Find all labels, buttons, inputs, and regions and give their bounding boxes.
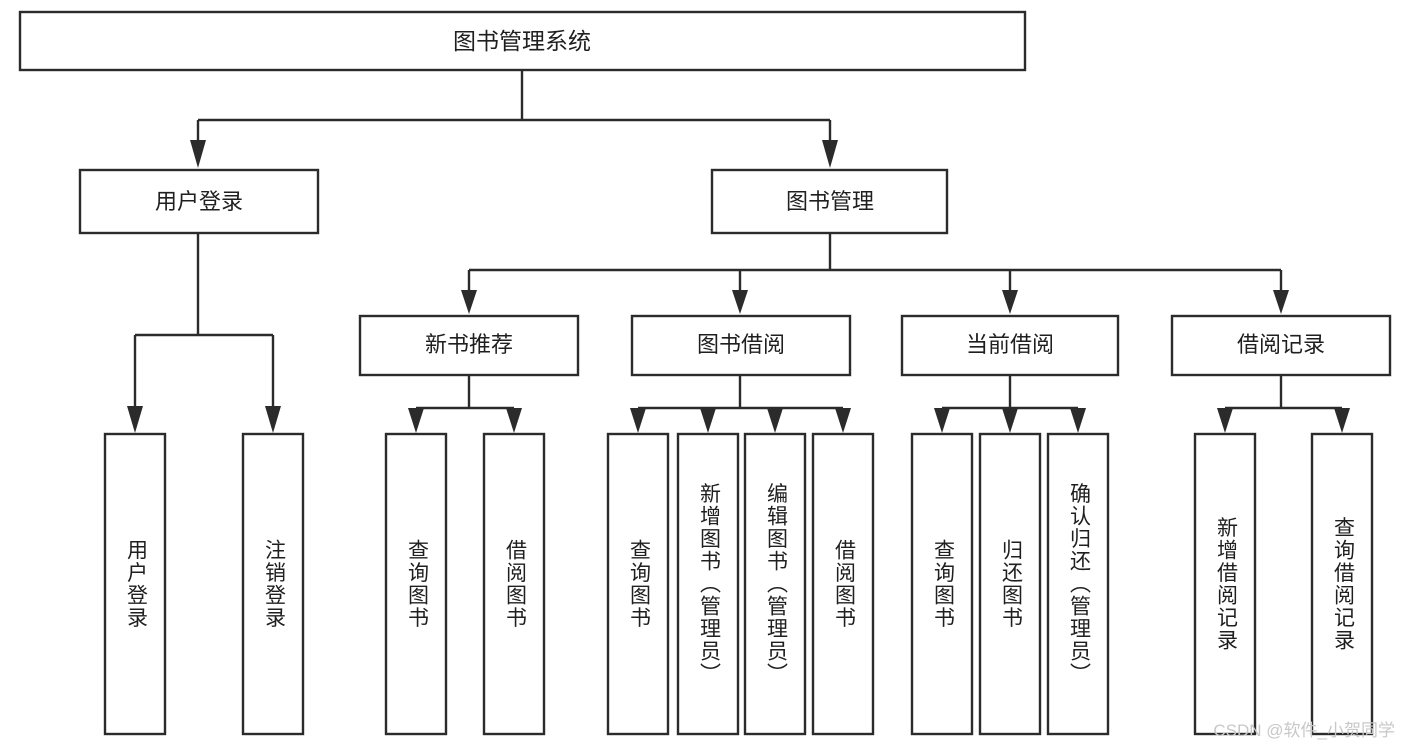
leaf-node-query-book-2[interactable]: 查询图书 <box>606 432 670 736</box>
arrow-head-leaf-edit-book <box>767 408 783 433</box>
leaf-logout-login-label: 注销登录 <box>262 539 286 629</box>
connector-group-borrow-record <box>1217 375 1350 433</box>
connector-group-user-login <box>127 233 281 433</box>
leaf-confirm-return-box[interactable] <box>1046 432 1110 736</box>
leaf-confirm-return-label: 确认归还（管理员） <box>1067 483 1091 686</box>
leaf-user-login-label: 用户登录 <box>124 539 148 629</box>
leaf-node-add-record[interactable]: 新增借阅记录 <box>1193 432 1257 736</box>
arrow-head-leaf-borrow-book-1 <box>506 408 522 433</box>
arrow-head-new-book-recommend <box>461 290 477 314</box>
leaf-borrow-book-1-label: 借阅图书 <box>503 539 527 629</box>
node-user-login[interactable]: 用户登录 <box>78 168 320 235</box>
node-new-book-recommend-box[interactable] <box>358 314 580 377</box>
node-new-book-recommend[interactable]: 新书推荐 <box>358 314 580 377</box>
leaf-borrow-book-2-box[interactable] <box>811 432 875 736</box>
arrow-head-leaf-query-book-1 <box>408 408 424 433</box>
leaf-query-book-3-box[interactable] <box>910 432 974 736</box>
leaf-query-book-1-box[interactable] <box>384 432 448 736</box>
leaf-edit-book-box[interactable] <box>743 432 807 736</box>
node-new-book-recommend-label: 新书推荐 <box>425 332 513 357</box>
leaf-return-book-label: 归还图书 <box>999 539 1023 629</box>
arrow-head-leaf-logout-login <box>265 406 281 433</box>
node-current-borrow-box[interactable] <box>900 314 1120 377</box>
connector-group-new-book-recommend <box>408 375 522 433</box>
leaf-node-add-book[interactable]: 新增图书（管理员） <box>676 432 740 736</box>
node-borrow-record-box[interactable] <box>1170 314 1392 377</box>
leaf-node-query-book-1[interactable]: 查询图书 <box>384 432 448 736</box>
arrow-head-borrow-record <box>1273 290 1289 314</box>
leaf-node-logout-login[interactable]: 注销登录 <box>241 432 305 736</box>
leaf-query-record-box[interactable] <box>1310 432 1374 736</box>
leaf-add-record-label: 新增借阅记录 <box>1214 517 1238 652</box>
node-user-login-label: 用户登录 <box>155 189 243 214</box>
leaf-query-record-label: 查询借阅记录 <box>1331 517 1355 652</box>
node-current-borrow[interactable]: 当前借阅 <box>900 314 1120 377</box>
node-book-borrow-box[interactable] <box>630 314 852 377</box>
node-book-borrow[interactable]: 图书借阅 <box>630 314 852 377</box>
leaf-query-book-1-label: 查询图书 <box>405 539 429 629</box>
leaf-user-login-box[interactable] <box>103 432 167 736</box>
arrow-head-leaf-add-book <box>700 408 716 433</box>
leaf-add-book-box[interactable] <box>676 432 740 736</box>
arrow-head-leaf-query-book-2 <box>630 408 646 433</box>
node-borrow-record[interactable]: 借阅记录 <box>1170 314 1392 377</box>
node-book-management[interactable]: 图书管理 <box>710 168 949 235</box>
leaf-return-book-box[interactable] <box>978 432 1042 736</box>
leaf-query-book-3-label: 查询图书 <box>931 539 955 629</box>
arrow-head-book-management <box>822 140 838 168</box>
arrow-head-leaf-return-book <box>1002 408 1018 433</box>
connector-group-book-borrow <box>630 375 851 433</box>
leaf-add-record-box[interactable] <box>1193 432 1257 736</box>
leaf-node-user-login[interactable]: 用户登录 <box>103 432 167 736</box>
node-user-login-box[interactable] <box>78 168 320 235</box>
leaf-borrow-book-2-label: 借阅图书 <box>832 539 856 629</box>
arrow-head-leaf-confirm-return <box>1070 408 1086 433</box>
connector-group-root <box>190 70 838 168</box>
leaf-node-query-record[interactable]: 查询借阅记录 <box>1310 432 1374 736</box>
arrow-head-leaf-add-record <box>1217 408 1233 433</box>
arrow-head-leaf-query-book-3 <box>934 408 950 433</box>
leaf-node-borrow-book-2[interactable]: 借阅图书 <box>811 432 875 736</box>
arrow-head-leaf-query-record <box>1334 408 1350 433</box>
arrow-head-user-login <box>190 140 206 168</box>
leaf-borrow-book-1-box[interactable] <box>482 432 546 736</box>
leaf-query-book-2-box[interactable] <box>606 432 670 736</box>
connector-group-book-management <box>461 233 1289 314</box>
node-book-borrow-label: 图书借阅 <box>697 332 785 357</box>
node-root-system-box[interactable] <box>18 10 1027 72</box>
arrow-head-current-borrow <box>1002 290 1018 314</box>
arrow-head-leaf-user-login <box>127 406 143 433</box>
arrow-head-book-borrow <box>732 290 748 314</box>
leaf-node-edit-book[interactable]: 编辑图书（管理员） <box>743 432 807 736</box>
node-book-management-label: 图书管理 <box>786 189 874 214</box>
node-root-system-label: 图书管理系统 <box>453 28 591 54</box>
node-borrow-record-label: 借阅记录 <box>1237 332 1325 357</box>
leaf-query-book-2-label: 查询图书 <box>627 539 651 629</box>
leaf-node-return-book[interactable]: 归还图书 <box>978 432 1042 736</box>
arrow-head-leaf-borrow-book-2 <box>835 408 851 433</box>
leaf-node-confirm-return[interactable]: 确认归还（管理员） <box>1046 432 1110 736</box>
node-root-system[interactable]: 图书管理系统 <box>18 10 1027 72</box>
leaf-node-borrow-book-1[interactable]: 借阅图书 <box>482 432 546 736</box>
node-book-management-box[interactable] <box>710 168 949 235</box>
leaf-logout-login-box[interactable] <box>241 432 305 736</box>
leaf-node-query-book-3[interactable]: 查询图书 <box>910 432 974 736</box>
connector-group-current-borrow <box>934 375 1086 433</box>
node-current-borrow-label: 当前借阅 <box>966 332 1054 357</box>
leaf-edit-book-label: 编辑图书（管理员） <box>764 483 788 686</box>
leaf-add-book-label: 新增图书（管理员） <box>697 483 721 686</box>
